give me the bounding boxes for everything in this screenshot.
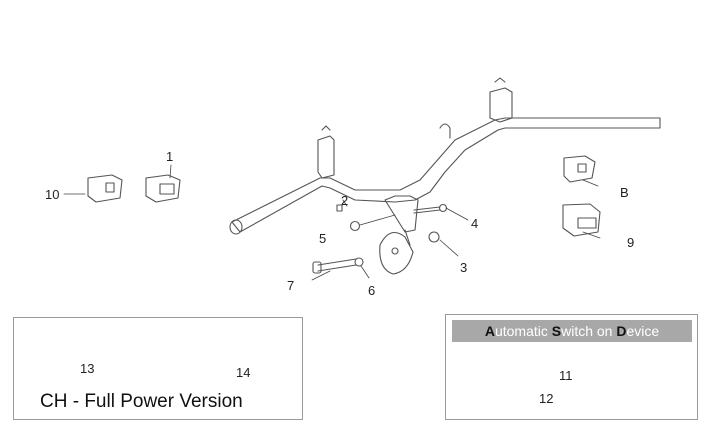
part-label-14: 14 [236, 365, 251, 380]
automatic-switch-title: Automatic Switch on Device [452, 320, 692, 342]
part-label-11: 11 [559, 368, 573, 383]
part-label-10: 10 [45, 187, 60, 202]
hardware-icon [312, 203, 448, 274]
bracket-icon [379, 195, 419, 275]
ch-box-title: CH - Full Power Version [40, 391, 243, 412]
part-label-1: 1 [166, 149, 174, 164]
ch-full-power-box [13, 317, 303, 420]
part-label-5: 5 [319, 231, 327, 246]
switch-9-icon [562, 203, 601, 237]
part-label-3: 3 [460, 260, 468, 275]
part-label-9: 9 [627, 235, 635, 250]
switch-8-icon [563, 155, 596, 183]
part-label-4: 4 [471, 216, 479, 231]
part-label-7: 7 [287, 278, 295, 293]
switch-1-icon [145, 174, 181, 203]
switch-10-icon [87, 174, 123, 203]
part-label-8: B [620, 185, 629, 200]
part-label-13: 13 [80, 361, 95, 376]
handlebar-icon [229, 77, 661, 235]
part-label-12: 12 [539, 391, 554, 406]
part-label-6: 6 [368, 283, 376, 298]
part-label-2: 2 [341, 193, 349, 208]
